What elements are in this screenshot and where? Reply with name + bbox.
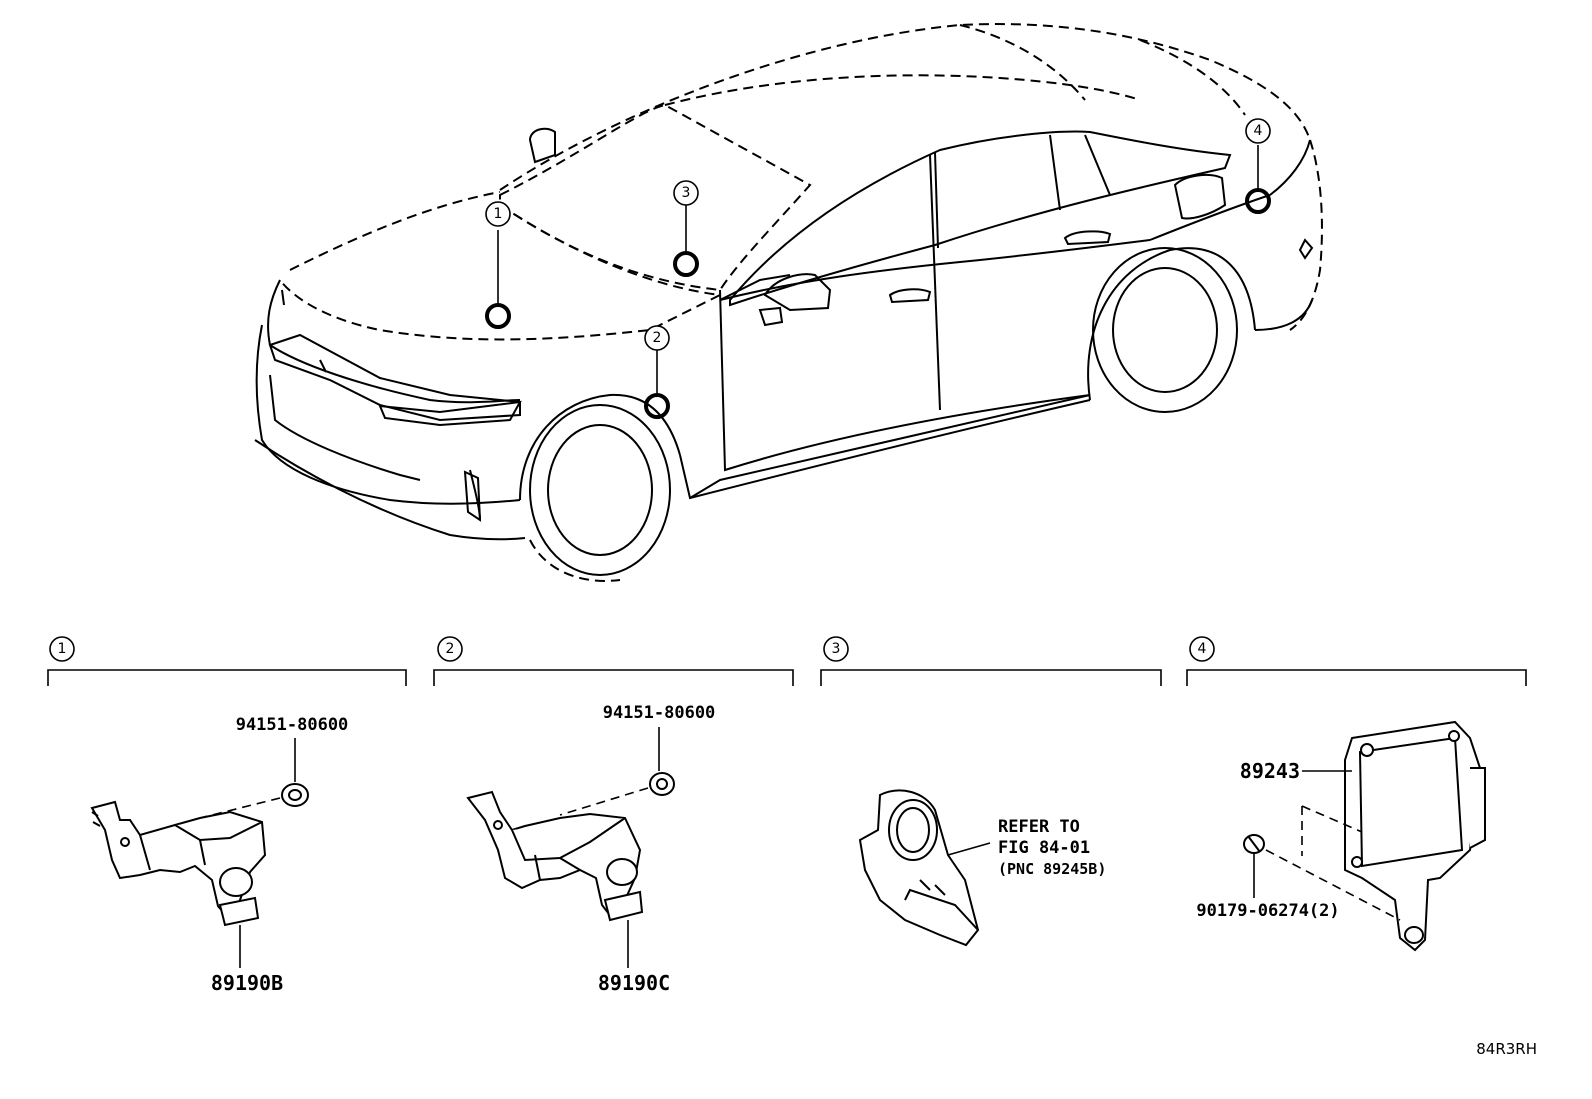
section-header-2 [433,636,794,686]
part-label-nut-2[interactable]: 94151-80600 [603,703,716,723]
section-number-4: 4 [1198,641,1207,657]
part-label-bolt[interactable]: 90179-06274(2) [1196,901,1339,921]
flange-nut-icon[interactable] [281,783,309,807]
steering-angle-sensor-icon[interactable] [858,789,980,947]
height-sensor-bracket-icon[interactable] [90,800,267,927]
part-label-module[interactable]: 89243 [1240,759,1300,783]
callout-number-2: 2 [653,330,662,346]
callout-badge-2[interactable]: 2 [644,325,670,351]
section-number-2: 2 [446,641,455,657]
callout-badge-1[interactable]: 1 [485,201,511,227]
section2-leaders [559,727,660,968]
callout-number-4: 4 [1254,123,1263,139]
section-header-3 [820,636,1162,686]
height-sensor-bracket-icon[interactable] [466,790,644,922]
bolt-icon[interactable] [1243,834,1265,854]
callout-badge-3[interactable]: 3 [673,180,699,206]
part-label-nut-1[interactable]: 94151-80600 [236,715,349,735]
part-label-sensor-1[interactable]: 89190B [211,971,283,995]
part-label-sensor-2[interactable]: 89190C [598,971,670,995]
target-dot-1 [485,303,511,329]
refer-line-3: (PNC 89245B) [998,860,1106,878]
diagram-reference: 84R3RH [1476,1040,1537,1058]
section-number-3: 3 [832,641,841,657]
section1-leaders [199,738,296,968]
target-dot-4 [1245,188,1271,214]
target-dot-2 [644,393,670,419]
target-dot-3 [673,251,699,277]
section-header-1 [47,636,407,686]
section4-leaders [1253,770,1401,921]
callout-number-1: 1 [494,206,503,222]
refer-line-1[interactable]: REFER TO [998,817,1080,837]
car-illustration [254,23,1323,582]
section3-leader [947,842,991,856]
callout-targets [485,188,1271,419]
section-header-4 [1186,636,1527,686]
refer-line-2[interactable]: FIG 84-01 [998,838,1090,858]
section-number-1: 1 [58,641,67,657]
callout-number-3: 3 [682,185,691,201]
control-module-icon[interactable] [1344,720,1486,952]
callout-badge-4[interactable]: 4 [1245,118,1271,144]
flange-nut-icon[interactable] [649,772,675,796]
